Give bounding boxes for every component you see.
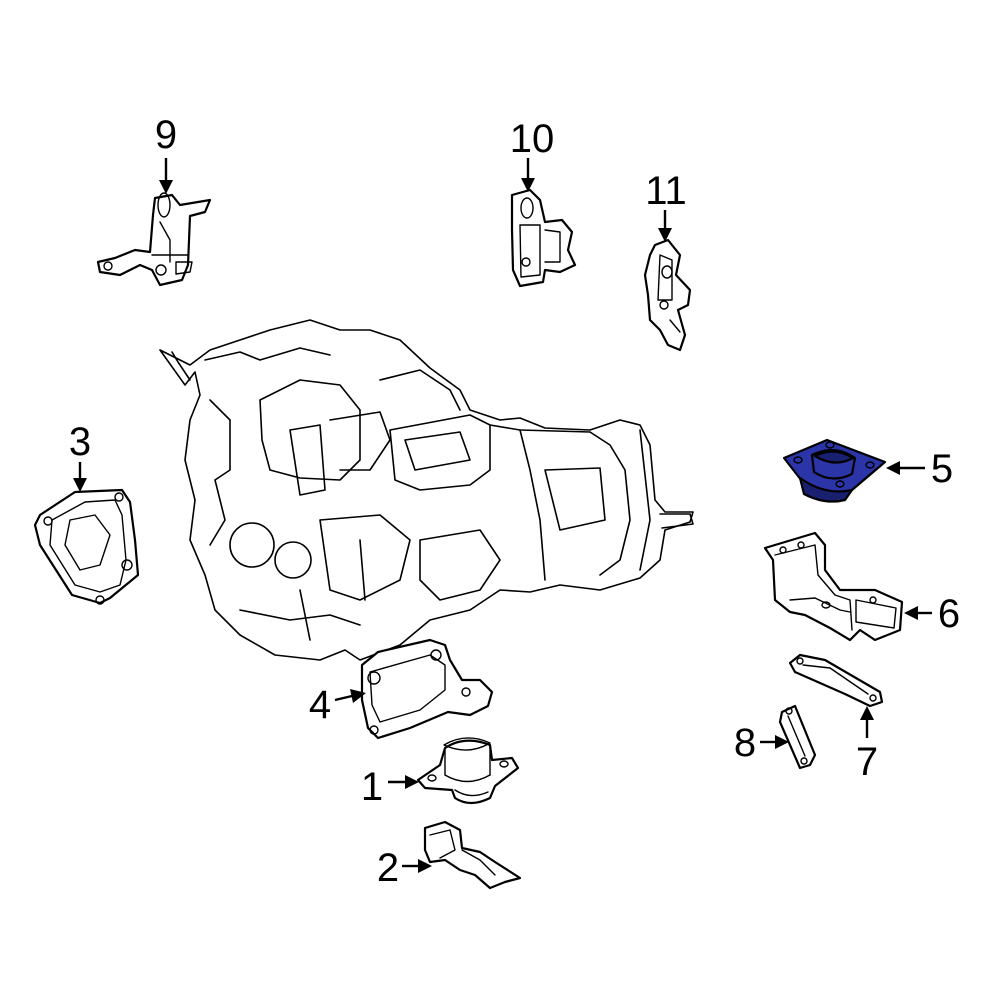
part-7-plate[interactable]	[788, 653, 884, 708]
callout-9: 9	[155, 113, 177, 157]
callout-8: 8	[734, 721, 756, 765]
callout-5: 5	[931, 447, 953, 491]
part-6-crossmember[interactable]	[763, 531, 904, 642]
part-5-transmission-mount[interactable]	[782, 438, 887, 503]
part-10-bracket[interactable]	[510, 188, 577, 288]
callout-11: 11	[645, 169, 687, 213]
part-3-mount-frame[interactable]	[33, 488, 140, 605]
callout-4: 4	[309, 683, 331, 727]
part-8-strap[interactable]	[778, 704, 817, 770]
part-1-engine-mount[interactable]	[416, 737, 520, 805]
part-11-bracket[interactable]	[643, 238, 692, 352]
callout-arrows	[73, 158, 932, 873]
callout-2: 2	[377, 846, 399, 890]
callout-10: 10	[510, 117, 555, 161]
part-4-mount-bracket[interactable]	[360, 638, 494, 740]
callout-7: 7	[856, 740, 878, 784]
part-2-heat-shield[interactable]	[423, 820, 522, 890]
callout-1: 1	[361, 765, 383, 809]
part-9-bracket[interactable]	[96, 192, 212, 287]
callout-3: 3	[69, 420, 91, 464]
engine-transmission-assembly	[159, 319, 694, 661]
callout-6: 6	[938, 592, 960, 636]
callout-labels: 9 10 11 3 4 1 2 5 6 7 8	[69, 113, 960, 890]
